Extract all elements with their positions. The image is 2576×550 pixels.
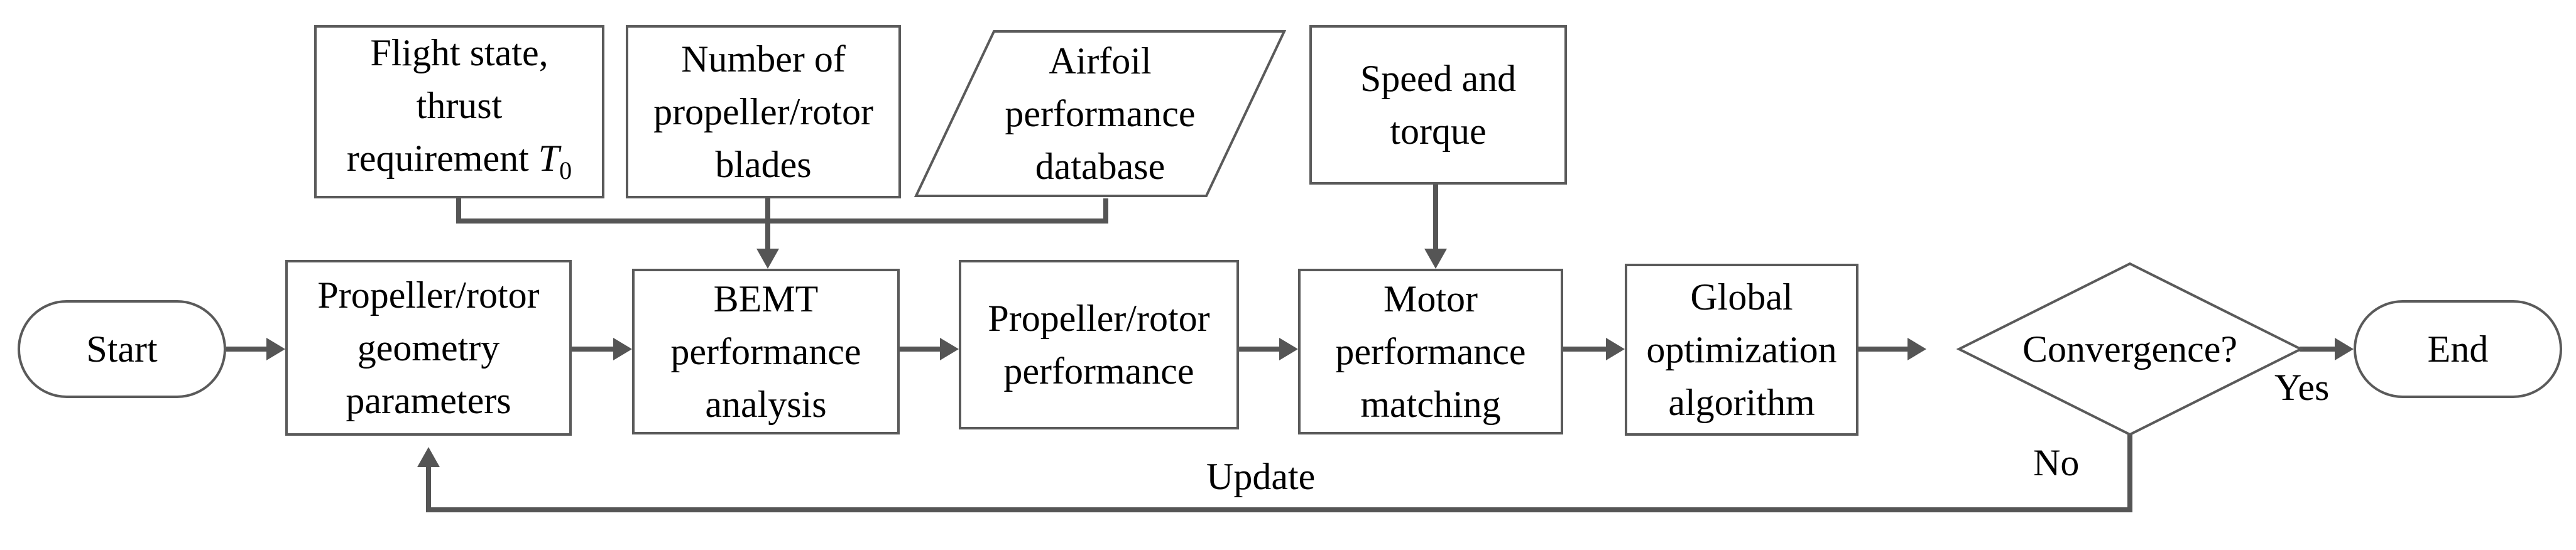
global-optimization-label: Global optimization algorithm — [1646, 276, 1837, 423]
motor-matching-box: Motor performance matching — [1298, 269, 1563, 434]
convergence-text: Convergence? — [1959, 264, 2301, 434]
arrowhead-bemt-input — [756, 249, 779, 269]
bemt-label: BEMT performance analysis — [670, 278, 861, 425]
speed-torque-label: Speed and torque — [1360, 58, 1517, 152]
airfoil-db-label: Airfoil performance database — [1005, 40, 1196, 187]
thrust-subscript: 0 — [559, 156, 572, 185]
end-label: End — [2427, 328, 2489, 370]
convergence-label: Convergence? — [2022, 328, 2238, 370]
arrowhead-geometry — [266, 338, 285, 360]
thrust-symbol: T — [538, 138, 560, 179]
arrowhead-feedback — [417, 447, 440, 467]
arrowhead-motor-input — [1424, 249, 1447, 269]
start-terminal: Start — [18, 300, 226, 398]
rotor-performance-label: Propeller/rotor performance — [988, 298, 1210, 392]
yes-label: Yes — [2274, 367, 2330, 408]
no-label: No — [2033, 442, 2080, 483]
arrowhead-bemt — [613, 338, 632, 360]
geometry-box: Propeller/rotor geometry parameters — [285, 260, 572, 436]
convergence-diamond — [1956, 262, 2304, 436]
speed-torque-box: Speed and torque — [1309, 25, 1567, 185]
rotor-performance-box: Propeller/rotor performance — [959, 260, 1239, 429]
blade-count-label: Number of propeller/rotor blades — [653, 38, 873, 185]
flight-state-box: Flight state, thrust requirement T0 — [314, 25, 604, 198]
start-label: Start — [86, 328, 158, 370]
airfoil-db-text: Airfoil performance database — [955, 31, 1245, 196]
blade-count-box: Number of propeller/rotor blades — [626, 25, 901, 198]
arrowhead-opt — [1606, 338, 1625, 360]
arrowhead-convergence — [1907, 338, 1926, 360]
bemt-box: BEMT performance analysis — [632, 269, 900, 434]
motor-matching-label: Motor performance matching — [1335, 278, 1526, 425]
end-terminal: End — [2354, 300, 2562, 398]
global-optimization-box: Global optimization algorithm — [1625, 264, 1858, 436]
input-merge-line — [456, 198, 1108, 224]
feedback-loop-line — [426, 433, 2132, 512]
flight-state-label: Flight state, thrust requirement T0 — [346, 32, 572, 185]
airfoil-db-parallelogram — [914, 30, 1287, 197]
geometry-label: Propeller/rotor geometry parameters — [317, 274, 540, 421]
arrowhead-motor — [1279, 338, 1298, 360]
arrowhead-perf — [940, 338, 959, 360]
update-label: Update — [1206, 456, 1316, 497]
arrowhead-end — [2335, 338, 2354, 360]
